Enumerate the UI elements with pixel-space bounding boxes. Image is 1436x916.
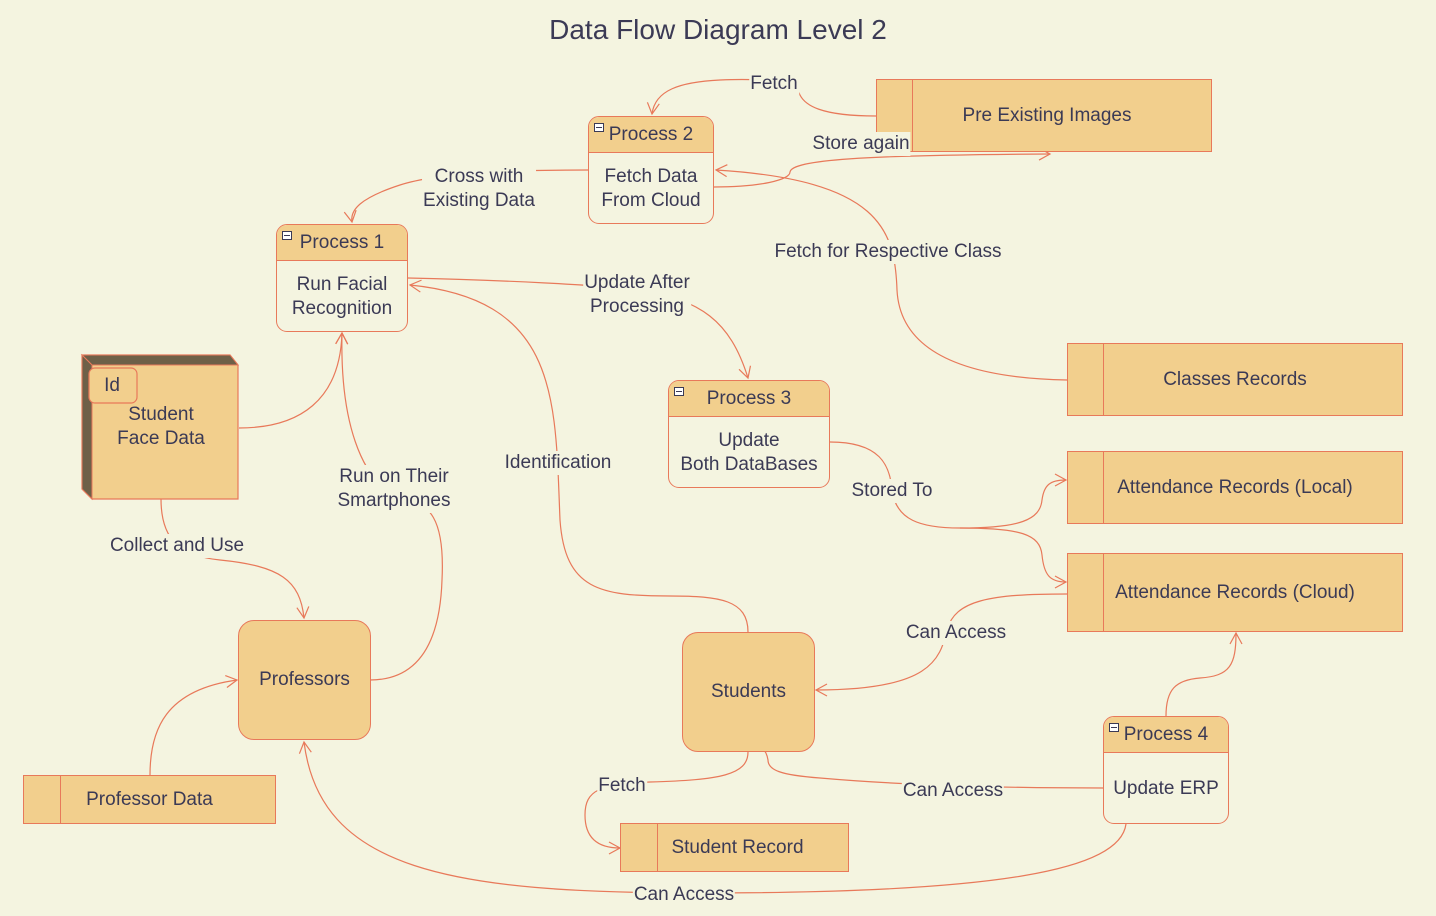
process-header: Process 4 xyxy=(1104,717,1228,753)
face-data-cube[interactable] xyxy=(80,353,242,503)
store-divider xyxy=(877,80,913,151)
store-label: Student Record xyxy=(671,836,804,858)
edge-label-can-access-bottom: Can Access xyxy=(632,883,736,907)
edge-label-can-access-p4: Can Access xyxy=(901,779,1005,803)
edge-label-fetch-bottom: Fetch xyxy=(597,774,647,798)
edge-label-store-again: Store again xyxy=(811,132,911,156)
entity-label: Professors xyxy=(259,669,350,690)
collapse-icon[interactable] xyxy=(594,123,604,132)
edge-professors-to-p1 xyxy=(335,331,443,681)
store-label: Attendance Records (Cloud) xyxy=(1115,581,1355,603)
edge-label-identification: Identification xyxy=(503,451,613,475)
collapse-icon[interactable] xyxy=(282,231,292,240)
edge-p2-store-again xyxy=(713,147,1052,188)
entity-professors[interactable]: Professors xyxy=(238,620,371,740)
process-2[interactable]: Process 2 Fetch Data From Cloud xyxy=(588,116,714,224)
edge-label-collect-use: Collect and Use xyxy=(108,534,246,558)
store-label: Attendance Records (Local) xyxy=(1117,476,1353,498)
process-header: Process 2 xyxy=(589,117,713,153)
process-title: Process 3 xyxy=(706,387,792,409)
edge-face-to-p1 xyxy=(238,331,349,429)
edge-p4-to-cloud xyxy=(1165,631,1243,717)
diagram-title: Data Flow Diagram Level 2 xyxy=(549,14,887,45)
process-1[interactable]: Process 1 Run Facial Recognition xyxy=(276,224,408,332)
edge-label-can-access-cloud: Can Access xyxy=(904,621,1008,645)
store-attendance-local[interactable]: Attendance Records (Local) xyxy=(1067,451,1403,524)
edge-label-stored-to: Stored To xyxy=(850,479,934,503)
face-data-label: Student Face Data xyxy=(117,404,205,449)
store-attendance-cloud[interactable]: Attendance Records (Cloud) xyxy=(1067,553,1403,632)
store-label: Professor Data xyxy=(86,788,213,810)
edge-classes-to-p2 xyxy=(714,164,1068,381)
process-body: Update ERP xyxy=(1113,777,1219,799)
edge-face-to-professors xyxy=(160,498,310,620)
process-body: Run Facial Recognition xyxy=(291,273,393,319)
edge-p3-to-local xyxy=(829,441,1068,529)
process-body: Fetch Data From Cloud xyxy=(601,165,701,211)
process-title: Process 4 xyxy=(1123,723,1209,745)
process-title: Process 1 xyxy=(299,231,385,253)
store-divider xyxy=(1068,554,1104,631)
process-4[interactable]: Process 4 Update ERP xyxy=(1103,716,1229,824)
edge-label-cross-with: Cross with Existing Data xyxy=(422,165,536,213)
process-title: Process 2 xyxy=(608,123,694,145)
process-body: Update Both DataBases xyxy=(680,429,818,475)
process-3[interactable]: Process 3 Update Both DataBases xyxy=(668,380,830,488)
store-student-record[interactable]: Student Record xyxy=(620,823,849,872)
store-divider xyxy=(1068,452,1104,523)
process-header: Process 1 xyxy=(277,225,407,261)
edge-label-run-on: Run on Their Smartphones xyxy=(336,465,452,513)
edge-label-fetch-class: Fetch for Respective Class xyxy=(773,240,1003,264)
face-data-tag: Id xyxy=(104,375,120,396)
collapse-icon[interactable] xyxy=(674,387,684,396)
store-label: Classes Records xyxy=(1163,368,1307,390)
store-divider xyxy=(1068,344,1104,415)
store-classes-records[interactable]: Classes Records xyxy=(1067,343,1403,416)
store-label: Pre Existing Images xyxy=(962,104,1132,126)
edge-profdata-to-professors xyxy=(149,675,239,776)
entity-students[interactable]: Students xyxy=(682,632,815,752)
store-pre-existing-images[interactable]: Pre Existing Images xyxy=(876,79,1212,152)
edge-label-fetch-top: Fetch xyxy=(749,72,799,96)
store-divider xyxy=(621,824,658,871)
edge-label-update-after: Update After Processing xyxy=(583,271,691,319)
entity-label: Students xyxy=(711,681,786,702)
collapse-icon[interactable] xyxy=(1109,723,1119,732)
store-divider xyxy=(24,776,61,823)
edge-p1-to-p3 xyxy=(407,277,752,380)
process-header: Process 3 xyxy=(669,381,829,417)
edge-p3-to-cloud xyxy=(959,527,1068,589)
store-professor-data[interactable]: Professor Data xyxy=(23,775,276,824)
edge-students-to-p1 xyxy=(408,279,749,633)
